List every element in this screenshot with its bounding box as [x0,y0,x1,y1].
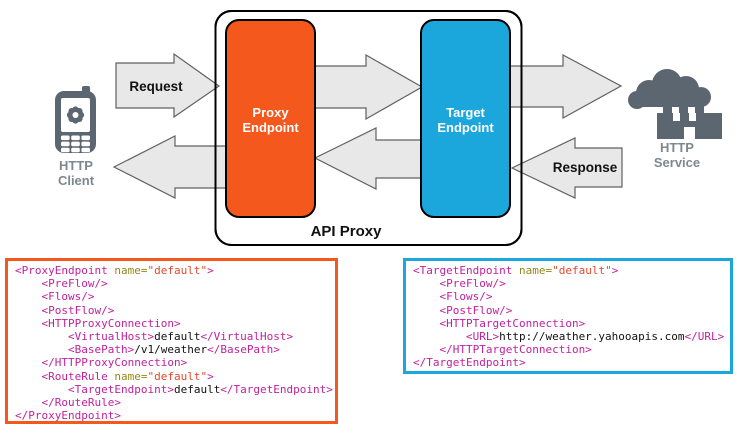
code-line: </HTTPTargetConnection> [413,343,592,357]
code-line: <URL>http://weather.yahooapis.com</URL> [413,330,725,344]
code-line: <HTTPTargetConnection> [413,316,586,330]
response-label: Response [553,160,618,175]
http-service-label-line2: Service [654,155,700,170]
request-label: Request [129,79,183,94]
code-line: </HTTPProxyConnection> [15,356,188,370]
code-line: <PreFlow/> [15,277,108,291]
gear-icon [66,106,85,124]
code-line: <HTTPProxyConnection> [15,316,181,330]
code-line: </TargetEndpoint> [413,356,526,370]
target-endpoint-xml-code-block: <TargetEndpoint name="default"> <PreFlow… [403,258,733,374]
code-line: <VirtualHost>default</VirtualHost> [15,330,294,344]
proxy-endpoint-label-line1: Proxy [252,105,289,120]
code-line: <TargetEndpoint name="default"> [413,264,619,277]
code-line: <Flows/> [413,290,493,304]
code-line: <PostFlow/> [413,303,513,317]
request-arrow [115,52,221,119]
proxy-endpoint-label-line2: Endpoint [242,120,299,135]
http-client-label-line1: HTTP [59,158,93,173]
proxy-endpoint-box [225,19,316,218]
target-endpoint-box [420,19,511,218]
http-service-factory-icon [628,69,722,139]
api-proxy-container-border [214,10,523,246]
code-line: <TargetEndpoint>default</TargetEndpoint> [15,382,333,396]
target-endpoint-label-line1: Target [446,105,485,120]
target-endpoint-label-line2: Endpoint [437,120,494,135]
code-line: <ProxyEndpoint name="default"> [15,264,214,277]
code-line: <Flows/> [15,290,95,304]
code-line: <BasePath>/v1/weather</BasePath> [15,343,280,357]
http-client-phone-icon [55,86,96,153]
code-line: </ProxyEndpoint> [15,409,121,423]
code-line: <PreFlow/> [413,277,506,291]
http-service-label-line1: HTTP [660,140,694,155]
response-arrow [510,137,623,199]
proxy-to-target-arrow [313,53,424,121]
cloud-icon [628,69,711,109]
target-to-service-arrow [509,53,623,120]
api-proxy-label: API Proxy [311,223,383,240]
code-line: <PostFlow/> [15,303,115,317]
proxy-endpoint-xml-code-block: <ProxyEndpoint name="default"> <PreFlow/… [5,258,338,424]
code-line: </RouteRule> [15,396,121,410]
api-proxy-flow-diagram: Proxy Endpoint Target Endpoint Request R… [55,10,722,246]
phone-keypad [61,135,90,153]
code-line: <RouteRule name="default"> [15,369,214,383]
response-to-client-arrow [112,135,229,199]
http-client-label-line2: Client [58,173,95,188]
